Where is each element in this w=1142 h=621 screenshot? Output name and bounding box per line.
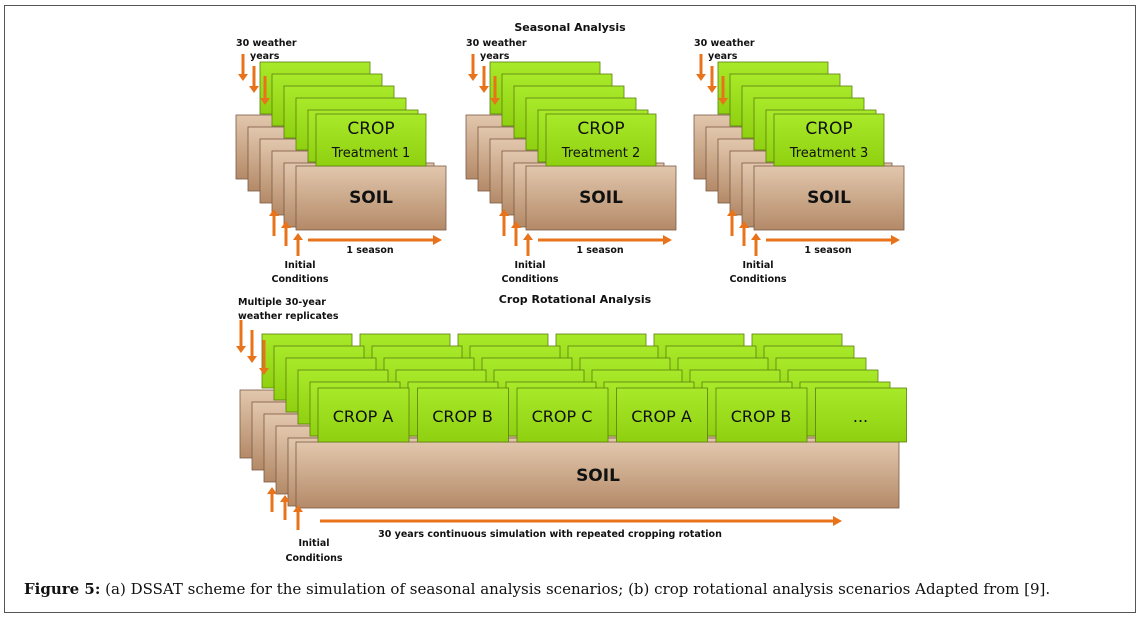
initial-arrow-head: [511, 221, 521, 228]
initial-arrow-head: [751, 233, 761, 240]
initial-arrow-head: [499, 209, 509, 216]
crop-front: [715, 387, 808, 443]
crop-label: CROP C: [532, 407, 593, 426]
soil-label: SOIL: [349, 188, 393, 208]
weather-arrow-head: [249, 86, 259, 93]
timeline-label: 30 years continuous simulation with repe…: [378, 529, 722, 540]
timeline-arrow-head: [833, 516, 842, 526]
initial-arrow-head: [293, 233, 303, 240]
season-arrow-head: [663, 235, 672, 245]
weather-label: years: [250, 51, 280, 62]
weather-arrow-head: [236, 346, 246, 353]
initial-label: Initial: [742, 260, 773, 271]
figure-label: Figure 5:: [24, 580, 101, 598]
figure-caption: Figure 5: (a) DSSAT scheme for the simul…: [24, 580, 1050, 598]
soil-label: SOIL: [579, 188, 623, 208]
initial-arrow-head: [727, 209, 737, 216]
season-label: 1 season: [804, 245, 852, 256]
initial-label: Conditions: [271, 274, 328, 285]
weather-label: years: [480, 51, 510, 62]
weather-arrow-head: [259, 368, 269, 375]
weather-arrow-head: [490, 98, 500, 105]
initial-label: Initial: [298, 538, 329, 549]
initial-arrow-head: [280, 495, 290, 502]
weather-arrow-head: [468, 74, 478, 81]
weather-label: 30 weather: [694, 38, 755, 49]
weather-arrow-head: [238, 74, 248, 81]
caption-text: (a) DSSAT scheme for the simulation of s…: [100, 580, 1051, 598]
crop-front: [516, 387, 609, 443]
initial-label: Conditions: [501, 274, 558, 285]
crop-label: CROP: [347, 119, 394, 139]
weather-label: weather replicates: [238, 311, 339, 322]
crop-label: CROP A: [333, 407, 394, 426]
weather-arrow-head: [247, 356, 257, 363]
soil-label: SOIL: [807, 188, 851, 208]
soil-front: [525, 165, 677, 231]
weather-label: years: [708, 51, 738, 62]
season-arrow-head: [891, 235, 900, 245]
crop-label: CROP: [805, 119, 852, 139]
season-arrow-head: [433, 235, 442, 245]
weather-arrow-head: [260, 98, 270, 105]
initial-arrow-head: [267, 487, 277, 494]
weather-arrow-head: [718, 98, 728, 105]
weather-arrow-head: [479, 86, 489, 93]
crop-label: ...: [853, 407, 868, 426]
figure-frame: [4, 5, 1136, 613]
weather-label: 30 weather: [236, 38, 297, 49]
crop-label: CROP B: [432, 407, 493, 426]
initial-arrow-head: [293, 505, 303, 512]
rotational-title: Crop Rotational Analysis: [499, 293, 652, 306]
treatment-label: Treatment 2: [561, 146, 641, 161]
initial-arrow-head: [269, 209, 279, 216]
crop-front: [417, 387, 509, 443]
crop-front: [773, 113, 885, 167]
initial-arrow-head: [281, 221, 291, 228]
crop-front: [315, 113, 427, 167]
crop-front: [815, 387, 907, 443]
weather-arrow-head: [707, 86, 717, 93]
crop-front: [545, 113, 657, 167]
initial-label: Conditions: [285, 553, 342, 564]
soil-front: [753, 165, 905, 231]
crop-front: [616, 387, 708, 443]
initial-label: Conditions: [729, 274, 786, 285]
crop-label: CROP: [577, 119, 624, 139]
season-label: 1 season: [346, 245, 394, 256]
seasonal-title: Seasonal Analysis: [514, 21, 626, 34]
soil-label: SOIL: [576, 466, 620, 486]
weather-label: 30 weather: [466, 38, 527, 49]
weather-label: Multiple 30-year: [238, 297, 326, 308]
crop-front: [317, 387, 410, 443]
weather-arrow-head: [696, 74, 706, 81]
treatment-label: Treatment 1: [331, 146, 411, 161]
initial-arrow-head: [523, 233, 533, 240]
soil-front: [295, 165, 447, 231]
initial-label: Initial: [284, 260, 315, 271]
treatment-label: Treatment 3: [789, 146, 869, 161]
initial-label: Initial: [514, 260, 545, 271]
crop-label: CROP B: [731, 407, 792, 426]
season-label: 1 season: [576, 245, 624, 256]
crop-label: CROP A: [631, 407, 692, 426]
initial-arrow-head: [739, 221, 749, 228]
